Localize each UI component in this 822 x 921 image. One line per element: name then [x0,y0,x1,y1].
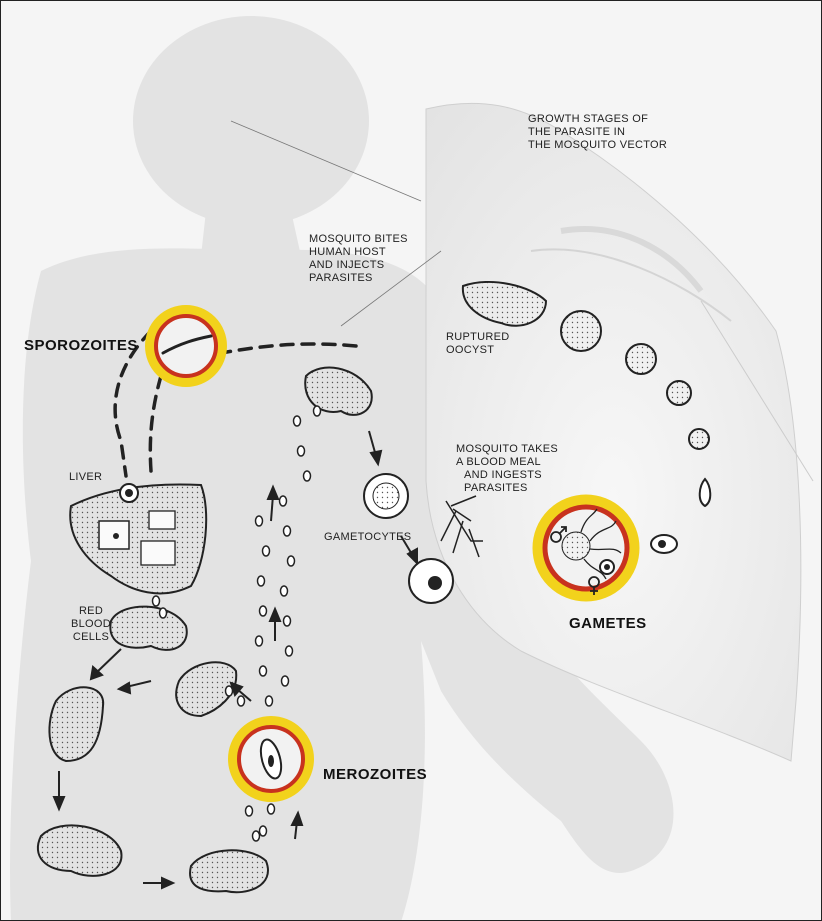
meal-line-1: MOSQUITO TAKES [456,443,558,456]
growth-stages-label: GROWTH STAGES OF THE PARASITE IN THE MOS… [528,113,667,152]
ruptured-line-1: RUPTURED [446,331,510,344]
bites-line-3: AND INJECTS [309,259,408,272]
liver-label: LIVER [69,471,102,484]
growth-stages-line-1: GROWTH STAGES OF [528,113,667,126]
gametes-ring [538,500,634,596]
ruptured-line-2: OOCYST [446,344,510,357]
rbc-line-2: BLOOD [71,618,111,631]
rbc-line-3: CELLS [71,631,111,644]
meal-line-4: PARASITES [456,482,558,495]
gametes-title: GAMETES [569,615,647,632]
merozoites-title: MEROZOITES [323,766,427,783]
red-blood-cells-label: RED BLOOD CELLS [71,605,111,644]
merozoites-ring [233,721,309,797]
gametocytes-label: GAMETOCYTES [324,531,411,544]
mosquito-takes-meal-label: MOSQUITO TAKES A BLOOD MEAL AND INGESTS … [456,443,558,495]
growth-stages-line-3: THE MOSQUITO VECTOR [528,139,667,152]
ruptured-oocyst-label: RUPTURED OOCYST [446,331,510,357]
sporozoites-title: SPOROZOITES [24,337,138,354]
meal-line-2: A BLOOD MEAL [456,456,558,469]
bites-line-2: HUMAN HOST [309,246,408,259]
rbc-line-1: RED [71,605,111,618]
mosquito-bites-label: MOSQUITO BITES HUMAN HOST AND INJECTS PA… [309,233,408,285]
growth-stages-line-2: THE PARASITE IN [528,126,667,139]
bites-line-4: PARASITES [309,272,408,285]
meal-line-3: AND INGESTS [456,469,558,482]
bites-line-1: MOSQUITO BITES [309,233,408,246]
sporozoites-ring [150,310,222,382]
